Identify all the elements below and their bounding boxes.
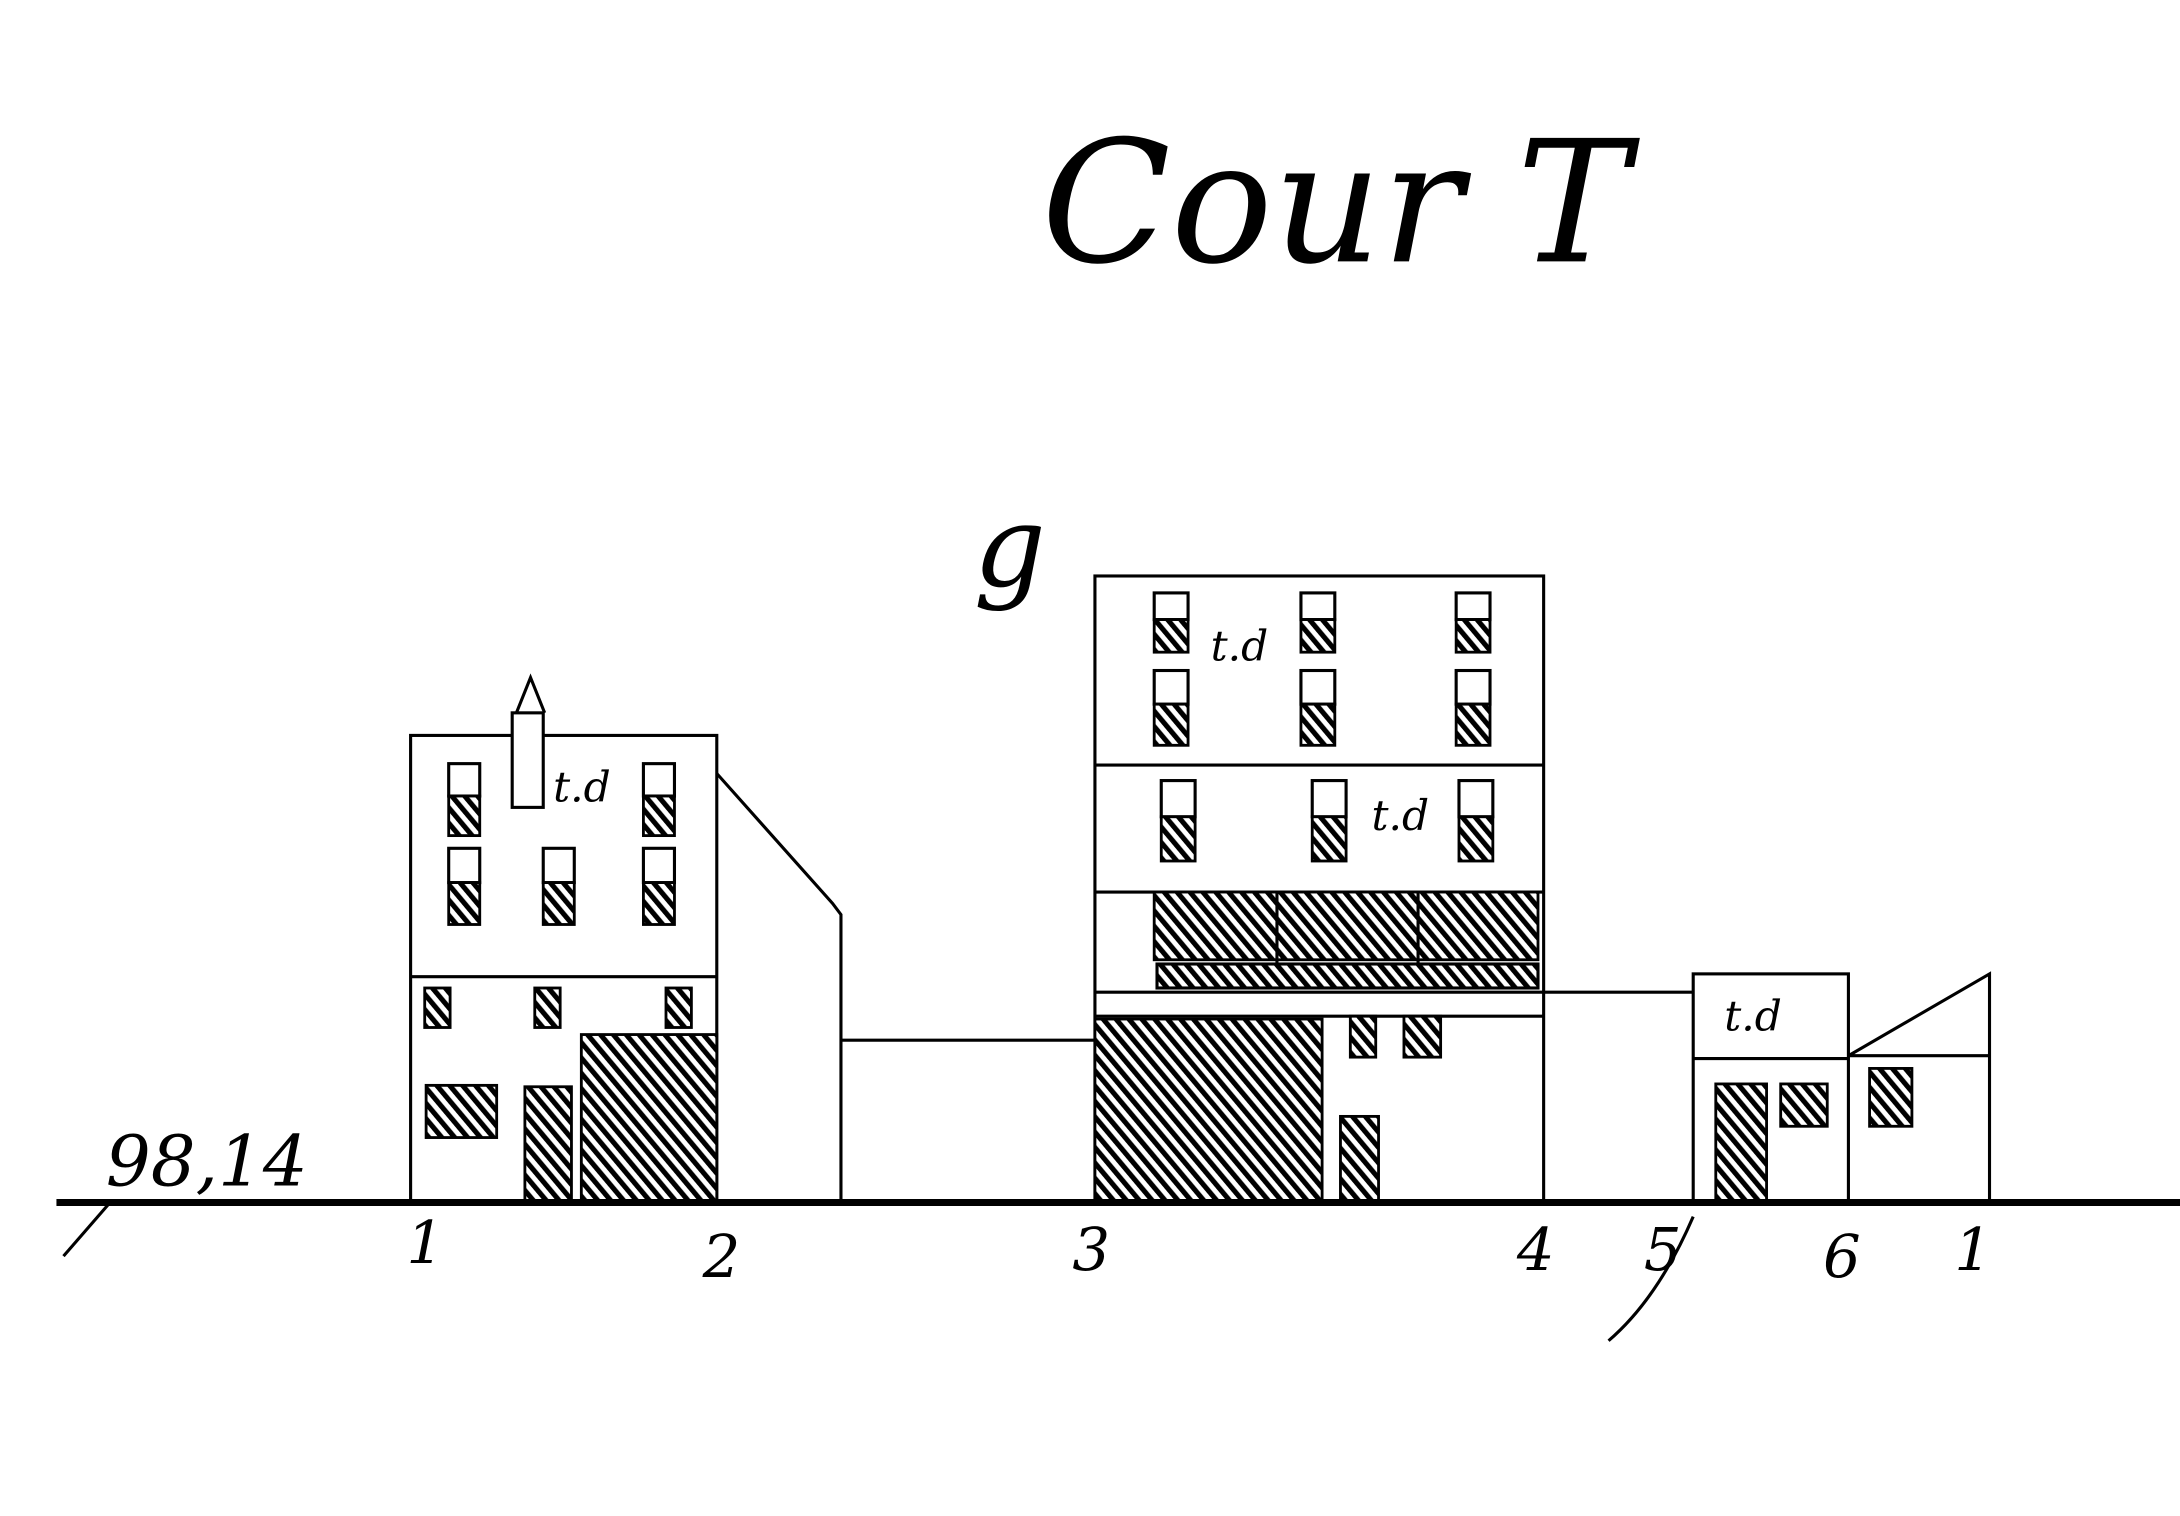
- window-shutter: [1159, 815, 1197, 863]
- window-shutter: [1152, 702, 1190, 747]
- window-pane: [1152, 668, 1190, 706]
- window-shutter: [1454, 618, 1492, 654]
- window-shutter: [1310, 815, 1348, 863]
- balcony: [1152, 890, 1540, 962]
- window-shutter: [1299, 702, 1337, 747]
- window: [1779, 1082, 1829, 1128]
- title: Cour T: [1041, 104, 1640, 301]
- window-pane: [1454, 591, 1492, 622]
- label-building-2-mid: t.d: [1371, 791, 1429, 840]
- markers: 1 2 3 4 5 6 1: [406, 1208, 1992, 1291]
- window-shutter: [1454, 702, 1492, 747]
- door: [523, 1085, 573, 1204]
- measurement-label: 98,14: [106, 1121, 308, 1203]
- marker-6: 6: [1823, 1222, 1861, 1291]
- marker-5: 5: [1644, 1215, 1682, 1284]
- buildings: [409, 574, 1992, 1205]
- window-pane: [1152, 591, 1190, 622]
- label-building-3: t.d: [1724, 991, 1782, 1040]
- small-window: [1348, 1014, 1378, 1059]
- window-pane: [1454, 668, 1492, 706]
- window-pane: [1310, 779, 1348, 819]
- window-shutter: [447, 794, 482, 838]
- window-pane: [541, 846, 576, 885]
- window-shutter: [642, 794, 676, 838]
- window-shutter: [1152, 618, 1190, 654]
- window-pane: [447, 762, 482, 798]
- side-roof-line: [715, 772, 843, 1203]
- shed: [1847, 971, 1992, 1203]
- window-pane: [1457, 779, 1495, 819]
- window-shutter: [1299, 618, 1337, 654]
- chimney-cap: [514, 673, 547, 714]
- small-window: [533, 986, 562, 1029]
- window-pane: [1299, 591, 1337, 622]
- marker-7: 1: [1954, 1215, 1992, 1284]
- chimney: [510, 711, 545, 809]
- label-building-2-top: t.d: [1211, 622, 1269, 671]
- window-pane: [447, 846, 482, 885]
- door: [1714, 1082, 1768, 1204]
- marker-5-stroke: [1607, 1215, 1695, 1342]
- small-window: [664, 986, 693, 1029]
- window-shutter: [642, 881, 676, 926]
- label-building-1: t.d: [553, 763, 611, 812]
- window-pane: [1299, 668, 1337, 706]
- window-shutter: [1457, 815, 1495, 863]
- window: [1868, 1067, 1914, 1128]
- section-letter: g: [974, 481, 1046, 613]
- carriage-door: [579, 1033, 719, 1204]
- small-window: [423, 986, 452, 1029]
- window-shutter: [447, 881, 482, 926]
- window-shutter: [541, 881, 576, 926]
- window-pane: [1159, 779, 1197, 819]
- marker-2: 2: [702, 1222, 741, 1291]
- marker-4: 4: [1516, 1215, 1555, 1284]
- small-window: [1402, 1014, 1443, 1059]
- measurement-tick: [62, 1201, 112, 1258]
- marker-3: 3: [1072, 1215, 1110, 1284]
- marker-1: 1: [406, 1208, 444, 1277]
- building-labels: t.d t.d t.d t.d: [553, 622, 1782, 1041]
- door: [1339, 1114, 1380, 1204]
- window-pane: [641, 762, 677, 798]
- carriage-door: [1093, 1017, 1324, 1204]
- balcony-railing: [1155, 962, 1540, 990]
- window: [424, 1083, 499, 1139]
- window-pane: [641, 846, 677, 885]
